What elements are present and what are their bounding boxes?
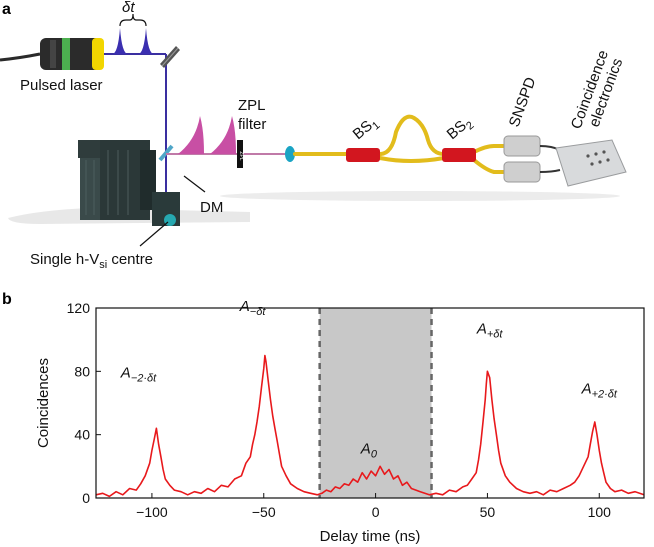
mirror xyxy=(160,46,180,68)
x-tick-label: 100 xyxy=(588,504,612,520)
pulsed-laser xyxy=(0,38,104,70)
y-tick-label: 120 xyxy=(67,300,91,316)
y-axis-title: Coincidences xyxy=(35,358,52,448)
coincidence-electronics xyxy=(555,139,627,187)
fibre-coupler xyxy=(285,146,295,162)
beam-splitter-1 xyxy=(346,148,380,162)
series-line xyxy=(95,354,645,498)
x-axis-title: Delay time (ns) xyxy=(320,528,421,545)
zpl-label: ZPL xyxy=(238,97,266,114)
snspd-detectors xyxy=(503,135,561,183)
filter-label: filter xyxy=(238,116,266,133)
dm-leader xyxy=(183,175,206,193)
peak-label: A+δt xyxy=(476,320,504,340)
pulsed-laser-label: Pulsed laser xyxy=(20,77,103,94)
x-tick-label: 50 xyxy=(480,504,496,520)
microscope-assembly xyxy=(78,140,180,226)
pump-pulse-1 xyxy=(112,28,128,54)
bs2-label: BS2 xyxy=(444,113,477,145)
y-ticks: 0 40 80 120 xyxy=(67,300,101,506)
y-tick-label: 40 xyxy=(74,427,90,443)
dm-label: DM xyxy=(200,199,223,216)
fibre-network xyxy=(293,114,508,174)
bs1-label: BS1 xyxy=(350,113,383,145)
source-leader xyxy=(139,221,169,247)
laser-cable xyxy=(0,52,41,62)
y-tick-label: 80 xyxy=(74,363,90,379)
detector-2 xyxy=(503,161,541,183)
plot-frame xyxy=(95,307,645,499)
peak-label: A0 xyxy=(360,441,378,461)
panel-a: a Pulsed laser δt xyxy=(0,0,627,271)
panel-b-label: b xyxy=(2,291,12,308)
delta-t-label: δt xyxy=(122,0,135,16)
panel-a-label: a xyxy=(2,1,11,18)
shaded-region xyxy=(319,308,432,498)
source-label: Single h-Vsi centre xyxy=(30,251,153,271)
snspd-label: SNSPD xyxy=(506,75,540,130)
delta-t-brace xyxy=(119,13,147,27)
x-ticks: −100 −50 0 50 100 xyxy=(136,493,611,520)
x-tick-label: 0 xyxy=(372,504,380,520)
emission-pulse-2 xyxy=(210,116,236,154)
y-tick-label: 0 xyxy=(82,490,90,506)
beam-splitter-2 xyxy=(442,148,476,162)
peak-label: A−2·δt xyxy=(120,365,157,385)
laser-green-ring xyxy=(62,38,70,70)
peak-label: A+2·δt xyxy=(581,381,618,401)
x-tick-label: −100 xyxy=(136,504,168,520)
laser-yellow-ring xyxy=(92,38,104,70)
zpl-filter xyxy=(237,140,243,168)
x-tick-label: −50 xyxy=(252,504,276,520)
pump-pulse-2 xyxy=(138,28,154,54)
table-shadow xyxy=(220,191,620,201)
emission-pulse-1 xyxy=(178,116,204,154)
peak-label: A−δt xyxy=(239,298,267,318)
zpl-filter-tag: ZPL xyxy=(238,151,244,160)
detector-1 xyxy=(503,135,541,157)
